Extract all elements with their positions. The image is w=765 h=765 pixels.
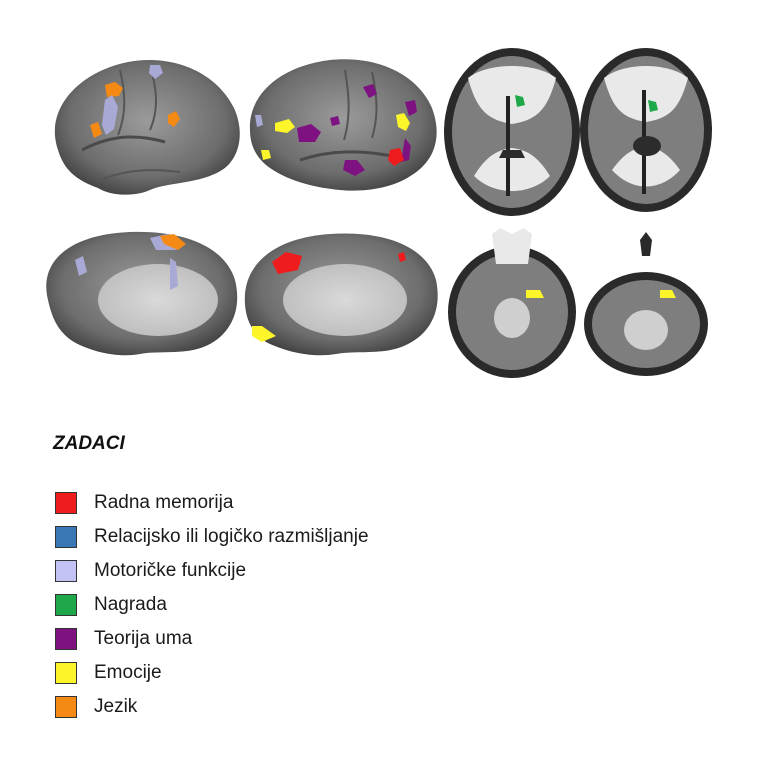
lateral-left-hemisphere [54, 59, 240, 195]
legend-label: Radna memorija [94, 492, 234, 513]
legend-label: Nagrada [94, 594, 167, 615]
legend-title: ZADACI [53, 433, 125, 454]
axial-slice-upper-1 [444, 48, 580, 216]
legend-item: Jezik [55, 690, 369, 724]
legend-item: Relacijsko ili logičko razmišljanje [55, 520, 369, 554]
legend-swatch [55, 696, 77, 718]
legend-label: Relacijsko ili logičko razmišljanje [94, 526, 369, 547]
axial-slice-lower-2 [584, 232, 708, 376]
legend-label: Emocije [94, 662, 162, 683]
legend-swatch [55, 526, 77, 548]
legend-swatch [55, 594, 77, 616]
legend-swatch [55, 662, 77, 684]
legend-label: Motoričke funkcije [94, 560, 247, 581]
medial-right-hemisphere [244, 233, 438, 356]
legend-item: Teorija uma [55, 622, 369, 656]
legend-item: Radna memorija [55, 486, 369, 520]
brain-figure [46, 48, 712, 378]
legend-label: Jezik [94, 696, 138, 717]
legend-swatch [55, 628, 77, 650]
axial-slice-lower-1 [448, 228, 576, 378]
legend-item: Emocije [55, 656, 369, 690]
legend-item: Nagrada [55, 588, 369, 622]
legend-item: Motoričke funkcije [55, 554, 369, 588]
legend-label: Teorija uma [94, 628, 193, 649]
medial-left-hemisphere [46, 231, 238, 356]
legend-swatch [55, 492, 77, 514]
legend: Radna memorija Relacijsko ili logičko ra… [55, 486, 369, 724]
legend-swatch [55, 560, 77, 582]
axial-slice-upper-2 [580, 48, 712, 212]
lateral-right-hemisphere [249, 59, 437, 191]
